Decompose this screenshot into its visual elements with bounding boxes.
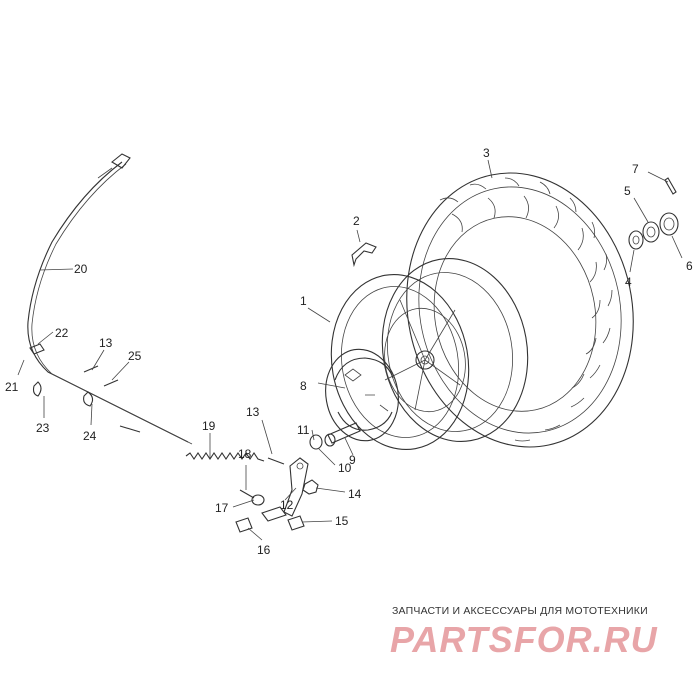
watermark-logo-text: PARTSFOR.RU: [390, 619, 658, 660]
callout-21: 21: [5, 380, 19, 394]
callout-5: 5: [624, 184, 631, 198]
callout-15: 15: [335, 514, 349, 528]
watermark-tagline: ЗАПЧАСТИ И АКСЕССУАРЫ ДЛЯ МОТОТЕХНИКИ: [392, 605, 648, 617]
brake-lever: [235, 457, 319, 533]
callout-24: 24: [83, 429, 97, 443]
callout-25: 25: [128, 349, 142, 363]
brake-cam: [309, 422, 361, 450]
callout-14: 14: [348, 487, 362, 501]
callout-2: 2: [353, 214, 360, 228]
callout-12: 12: [280, 498, 294, 512]
callout-11: 11: [297, 423, 310, 437]
callout-13-upper: 13: [99, 336, 113, 350]
callout-7: 7: [632, 162, 639, 176]
return-spring: [185, 452, 265, 462]
callout-8: 8: [300, 379, 307, 393]
callout-3: 3: [483, 146, 490, 160]
callout-13-lower: 13: [246, 405, 260, 419]
callout-1: 1: [300, 294, 307, 308]
wheel-rim: [330, 257, 529, 451]
callout-19: 19: [202, 419, 216, 433]
callout-22: 22: [55, 326, 69, 340]
callout-16: 16: [257, 543, 271, 557]
callout-9: 9: [349, 453, 356, 467]
callout-17: 17: [215, 501, 229, 515]
callout-20: 20: [74, 262, 88, 276]
callout-18: 18: [238, 447, 252, 461]
leader-lines: [17, 159, 683, 541]
callout-6: 6: [686, 259, 693, 273]
valve: [351, 242, 377, 268]
axle-nut-group: [628, 177, 679, 250]
callout-4: 4: [625, 275, 632, 289]
callout-10: 10: [338, 461, 352, 475]
callout-23: 23: [36, 421, 50, 435]
brake-cable: [27, 153, 193, 445]
watermark-logo: PARTSFOR.RU: [390, 619, 658, 660]
callout-labels: 3 1 2 4 5 6 7 8 9 10 11 12 13 14 15 16 1…: [5, 146, 693, 557]
brake-plate: [325, 348, 399, 442]
